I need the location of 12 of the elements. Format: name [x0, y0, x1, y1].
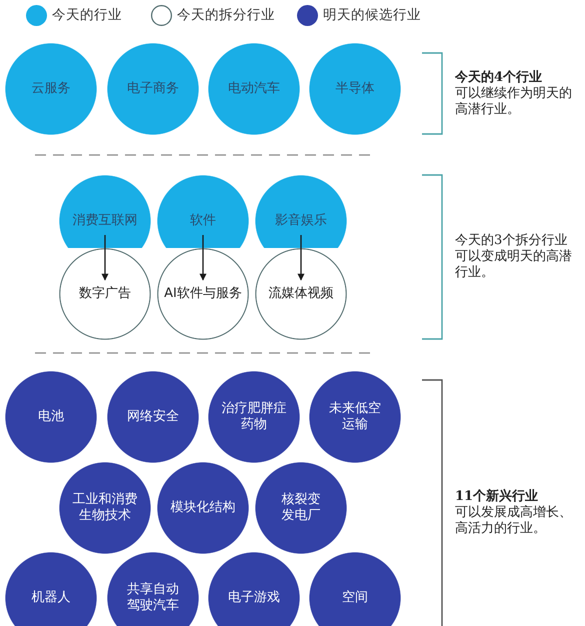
- note-heading: 今天的4个行业: [455, 70, 542, 86]
- note-text: 可以发展成高增长、高活力的行业。: [455, 505, 573, 537]
- note-text: 可以继续作为明天的高潜行业。: [455, 86, 573, 118]
- arrow: [102, 235, 108, 281]
- arrow: [298, 235, 304, 281]
- legend-label: 今天的拆分行业: [177, 6, 275, 25]
- note-text: 可以变成明天的高潜行业。: [455, 249, 573, 281]
- arrow: [200, 235, 206, 281]
- note-heading: 今天的3个拆分行业: [455, 233, 568, 249]
- legend-label: 今天的行业: [52, 6, 122, 25]
- legend-label: 明天的候选行业: [323, 6, 421, 25]
- note-heading: 11个新兴行业: [455, 489, 538, 505]
